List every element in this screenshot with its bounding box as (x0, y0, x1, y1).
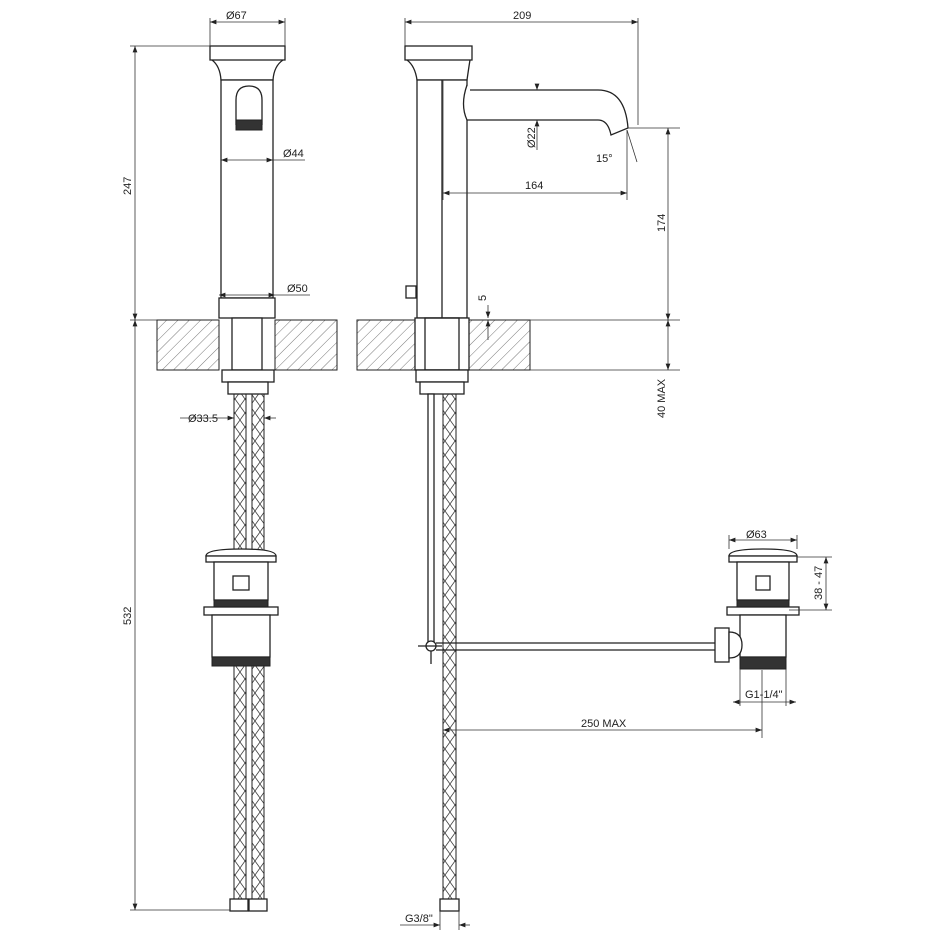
dimension-lines (130, 18, 832, 930)
label-drain-thread: G1-1/4" (745, 689, 783, 701)
label-base-diameter: Ø50 (287, 283, 308, 295)
label-hose-thread: G3/8" (405, 913, 433, 925)
drain-front-view (203, 548, 279, 667)
label-max-counter-thickness: 40 MAX (656, 378, 668, 418)
drain-side-view (714, 548, 800, 670)
label-base-thickness: 5 (477, 295, 489, 301)
label-total-height-below: 532 (122, 607, 134, 625)
faucet-front-view (209, 45, 286, 912)
label-body-diameter: Ø44 (283, 148, 304, 160)
label-spout-projection: 164 (525, 180, 543, 192)
label-spout-reach: 209 (513, 10, 531, 22)
faucet-side-view (404, 45, 715, 912)
label-spout-height: 174 (656, 214, 668, 232)
label-total-height-above: 247 (122, 177, 134, 195)
countertop-side (356, 319, 680, 371)
label-drain-cap-diameter: Ø63 (746, 529, 767, 541)
label-cap-diameter: Ø67 (226, 10, 247, 22)
label-spout-angle: 15° (596, 153, 613, 165)
label-drain-height-range: 38 - 47 (813, 566, 825, 600)
countertop-front (156, 319, 338, 371)
label-shank-diameter: Ø33.5 (188, 413, 218, 425)
label-rod-length: 250 MAX (581, 718, 627, 730)
label-spout-diameter: Ø22 (526, 127, 538, 148)
